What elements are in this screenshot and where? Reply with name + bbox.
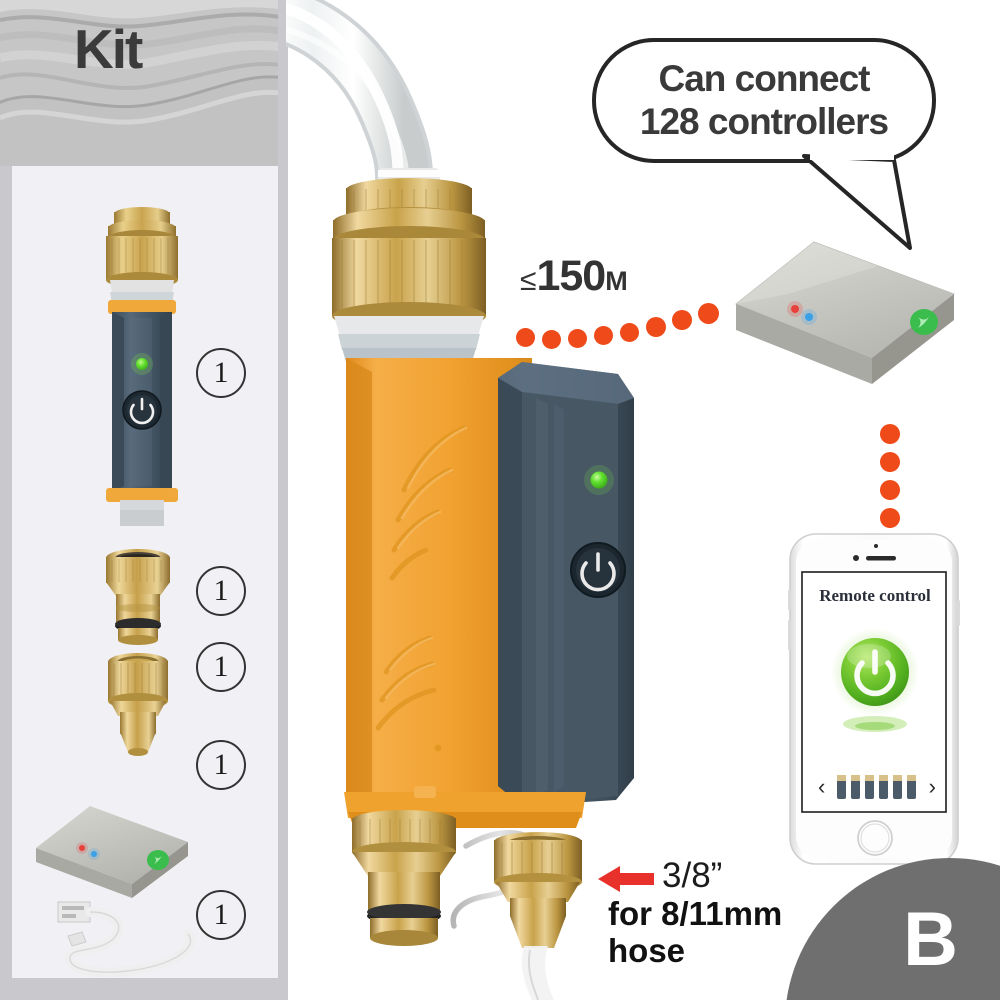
left-arrow-icon xyxy=(598,866,654,892)
speech-bubble-line1: Can connect xyxy=(658,58,870,99)
range-comparator: ≤ xyxy=(520,264,537,297)
range-dot-trail xyxy=(514,300,734,350)
speech-bubble-box: Can connect 128 controllers xyxy=(592,38,936,163)
brass-female-adapter-illustration xyxy=(106,549,170,645)
kit-panel-left-edge xyxy=(0,166,12,990)
hose-spec-line3: hose xyxy=(608,931,686,969)
qty-badge: 1 xyxy=(196,890,246,940)
hose-size-label: 3/8” xyxy=(662,856,723,895)
qty-badge: 1 xyxy=(196,348,246,398)
phone-device-carousel[interactable]: ‹ › xyxy=(818,770,936,804)
speech-bubble-line2: 128 controllers xyxy=(639,101,889,142)
carousel-next-icon[interactable]: › xyxy=(928,774,936,799)
qty-badge: 1 xyxy=(196,566,246,616)
brass-quick-connector-illustration xyxy=(108,653,168,756)
range-label: ≤150M xyxy=(520,252,628,301)
link-dot xyxy=(880,424,900,444)
link-dot xyxy=(880,508,900,528)
kit-banner: Kit xyxy=(0,0,286,166)
banner-waves-decoration xyxy=(0,0,286,166)
kit-item-water-timer xyxy=(86,196,196,536)
kit-qty-brass-quick-connector: 1 xyxy=(196,642,246,692)
speech-bubble-tail xyxy=(802,150,912,250)
hose-spec-callout: 3/8” for 8/11mm hose xyxy=(598,856,868,970)
water-timer-illustration xyxy=(106,207,178,526)
kit-panel-right-edge xyxy=(278,0,288,990)
qty-badge: 1 xyxy=(196,740,246,790)
page-title: Kit xyxy=(74,18,143,80)
usb-cable-illustration xyxy=(57,901,196,978)
wifi-hub-illustration-main xyxy=(735,241,956,384)
range-dot xyxy=(620,323,639,342)
range-dot xyxy=(646,317,666,337)
kit-item-wifi-hub xyxy=(28,798,218,918)
link-dot xyxy=(880,452,900,472)
kit-qty-wifi-hub: 1 xyxy=(196,740,246,790)
phone-power-button[interactable] xyxy=(825,628,925,740)
main-water-timer-illustration xyxy=(217,0,634,1001)
range-unit: M xyxy=(605,266,628,296)
range-value: 150 xyxy=(536,252,606,300)
kit-item-brass-quick-connector xyxy=(96,650,180,760)
kit-item-brass-female-adapter xyxy=(96,548,180,648)
corner-badge-letter: B xyxy=(903,897,958,982)
corner-letter-badge: B xyxy=(785,850,1000,1000)
main-product-assembly xyxy=(217,0,646,1001)
hose-spec-line2: for 8/11mm xyxy=(608,895,783,932)
wifi-hub-gateway xyxy=(728,236,978,421)
range-dot xyxy=(698,303,719,324)
carousel-prev-icon[interactable]: ‹ xyxy=(818,774,826,799)
range-dot xyxy=(542,330,561,349)
kit-qty-brass-female-adapter: 1 xyxy=(196,566,246,616)
kit-item-usb-cable xyxy=(38,888,218,978)
kit-qty-water-timer: 1 xyxy=(196,348,246,398)
wifi-hub-illustration xyxy=(36,806,188,898)
device-thumbnail-row[interactable] xyxy=(835,772,919,802)
range-dot xyxy=(568,329,587,348)
phone-screen-title: Remote control xyxy=(819,586,931,605)
qty-badge: 1 xyxy=(196,642,246,692)
smartphone-mockup: Remote control ‹ xyxy=(780,530,970,878)
kit-qty-usb-cable: 1 xyxy=(196,890,246,940)
range-dot xyxy=(516,328,535,347)
hub-to-phone-dot-trail xyxy=(880,424,910,534)
link-dot xyxy=(880,480,900,500)
range-dot xyxy=(672,310,692,330)
kit-panel-bottom-edge xyxy=(0,978,288,1000)
speech-bubble: Can connect 128 controllers xyxy=(592,38,938,250)
corner-badge-shape xyxy=(785,858,1000,1000)
range-dot xyxy=(594,326,613,345)
